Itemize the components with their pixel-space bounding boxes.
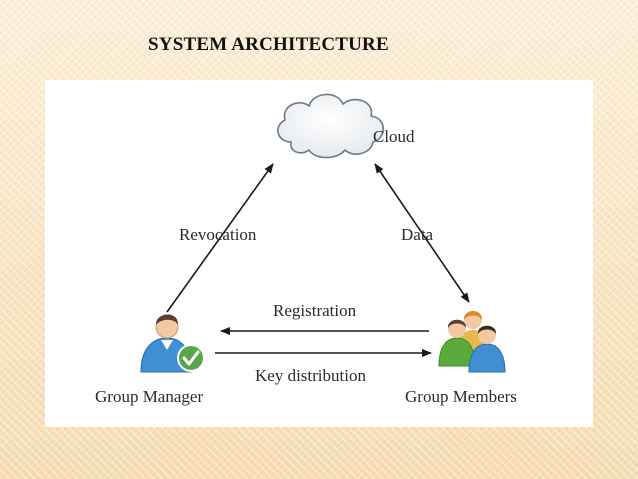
- group-members-label: Group Members: [405, 387, 517, 406]
- group-members-icon: [438, 311, 506, 373]
- architecture-diagram: Cloud Revocation Data Registration Key d…: [45, 80, 593, 427]
- cloud-icon: [277, 93, 385, 159]
- cloud-label: Cloud: [373, 127, 415, 146]
- registration-label: Registration: [273, 301, 357, 320]
- group-manager-label: Group Manager: [95, 387, 204, 406]
- slide-title: SYSTEM ARCHITECTURE: [148, 34, 389, 55]
- data-label: Data: [401, 225, 434, 244]
- diagram-canvas: [140, 93, 506, 373]
- check-badge-icon: [177, 344, 205, 372]
- revocation-label: Revocation: [179, 225, 257, 244]
- revocation-arrow: [166, 163, 274, 313]
- key-distribution-label: Key distribution: [255, 366, 366, 385]
- data-arrow: [374, 163, 470, 303]
